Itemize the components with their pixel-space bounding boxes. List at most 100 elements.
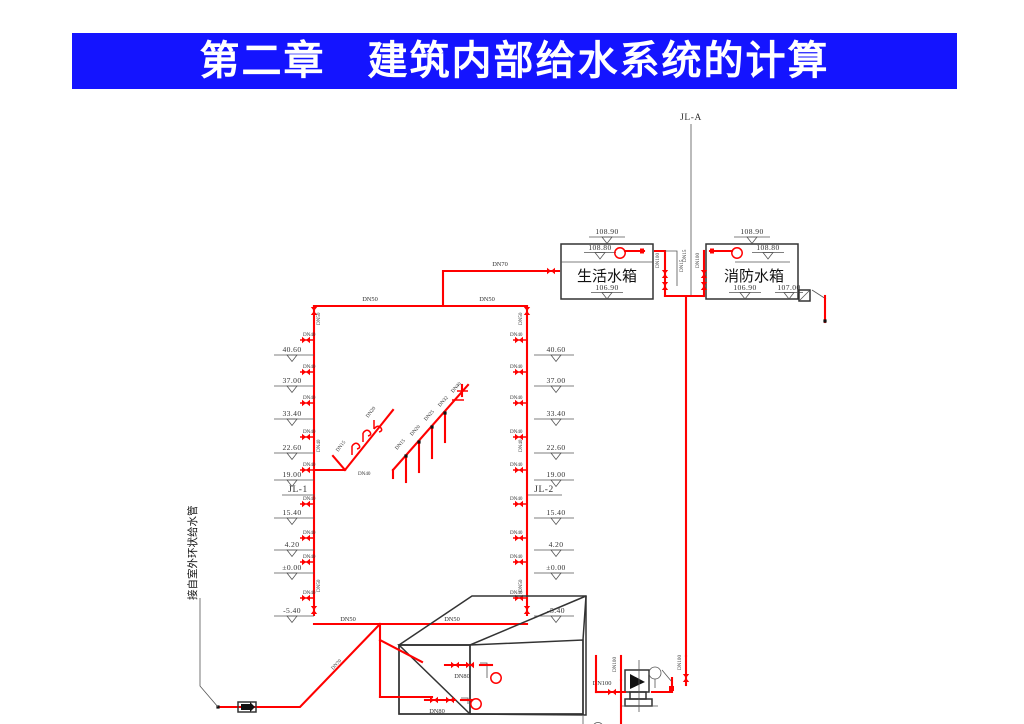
riser-jl-1-label: JL-1 (288, 485, 308, 495)
pipe-size-label: DN80 (454, 673, 470, 680)
svg-text:DN25: DN25 (423, 409, 436, 423)
elevation-marker: 108.90 (734, 227, 770, 244)
fire-tank-outlet-valve (798, 289, 827, 324)
pump-unit-2: DN100 DN100 (582, 654, 623, 724)
svg-text:DN40: DN40 (303, 332, 316, 338)
svg-text:DN40: DN40 (510, 590, 523, 596)
svg-text:4.20: 4.20 (285, 540, 300, 549)
fire-water-tank-label: 消防水箱 (724, 267, 784, 285)
riser-jl-2-label: JL-2 (534, 485, 554, 495)
top-loop-pipes: DN50 DN50 (312, 296, 529, 308)
pipe-size-label: DN100 (695, 253, 701, 268)
pipe-size-label: DN100 (612, 657, 618, 672)
right-branch-group: DN40 DN40 DN40 DN40 DN40 DN40 DN40 DN40 … (510, 332, 527, 602)
pipe-size-label: DN50 (518, 312, 524, 325)
svg-text:37.00: 37.00 (282, 376, 301, 385)
svg-text:40.60: 40.60 (546, 345, 565, 354)
system-diagram: .pipe { stroke:#ff0000; stroke-width:2.1… (0, 100, 1024, 724)
svg-text:±0.00: ±0.00 (282, 563, 301, 572)
svg-text:DN40: DN40 (510, 554, 523, 560)
riser-jl-2: DN50 DN40 DN50 JL-2 DN40 DN40 DN40 DN40 … (510, 304, 574, 623)
svg-text:DN40: DN40 (510, 364, 523, 370)
svg-text:±0.00: ±0.00 (546, 563, 565, 572)
svg-text:DN40: DN40 (510, 332, 523, 338)
svg-text:108.90: 108.90 (740, 227, 763, 236)
svg-text:108.80: 108.80 (588, 243, 611, 252)
pipe-size-label: DN50 (479, 296, 495, 303)
pipe-size-label: DN40 (358, 471, 371, 477)
fixture-branch-group: DN40 DN15 DN20 (312, 381, 470, 484)
svg-text:DN40: DN40 (303, 364, 316, 370)
fixture-riser-stubs (404, 383, 468, 484)
svg-text:22.60: 22.60 (282, 443, 301, 452)
riser-jl-1-label-group: JL-1 (282, 485, 315, 496)
pump-unit-1: DN100 DN100 (593, 655, 690, 712)
outdoor-inlet-note: 接自室外环状给水管 (186, 506, 199, 601)
svg-text:-5.40: -5.40 (283, 606, 301, 615)
svg-text:DN40: DN40 (510, 496, 523, 502)
svg-text:DN40: DN40 (303, 429, 316, 435)
svg-text:DN40: DN40 (510, 429, 523, 435)
svg-text:19.00: 19.00 (282, 470, 301, 479)
svg-text:37.00: 37.00 (546, 376, 565, 385)
svg-text:108.90: 108.90 (595, 227, 618, 236)
bottom-loop-pipes: DN50 DN50 (312, 616, 529, 626)
elevation-marker: 106.90 (729, 283, 761, 300)
svg-text:15.40: 15.40 (546, 508, 565, 517)
pipe-size-label: DN50 (444, 616, 460, 623)
svg-text:40.60: 40.60 (282, 345, 301, 354)
reservoir-inlets: DN80 DN80 (378, 622, 502, 715)
svg-text:15.40: 15.40 (282, 508, 301, 517)
elevation-marker: 108.80 (752, 243, 784, 260)
pipe-size-label: DN50 (362, 296, 378, 303)
svg-text:DN40: DN40 (510, 530, 523, 536)
isometric-diagram-svg: .pipe { stroke:#ff0000; stroke-width:2.1… (186, 113, 827, 724)
riser-jl-2-label-group: JL-2 (528, 485, 562, 496)
svg-text:DN40: DN40 (303, 462, 316, 468)
svg-text:DN40: DN40 (303, 590, 316, 596)
pipe-size-label: DN15 (682, 249, 688, 262)
pipe-size-label: DN40 (316, 439, 322, 452)
svg-text:33.40: 33.40 (546, 409, 565, 418)
svg-text:DN15: DN15 (394, 438, 407, 452)
pipe-size-label: DN50 (518, 579, 524, 592)
svg-text:22.60: 22.60 (546, 443, 565, 452)
tank-riser-connections: DN100 DN15 DN15 DN100 (653, 208, 708, 658)
svg-text:DN40: DN40 (303, 395, 316, 401)
pipe-size-label: DN100 (593, 680, 612, 687)
riser-jl-a-label: JL-A (680, 113, 702, 123)
float-ball-icon (731, 247, 743, 259)
pump-room: DN80 DN80 DN100 (378, 595, 690, 724)
svg-text:DN40: DN40 (303, 530, 316, 536)
svg-text:DN40: DN40 (510, 462, 523, 468)
domestic-water-tank-label: 生活水箱 (577, 267, 637, 285)
svg-text:106.90: 106.90 (733, 283, 756, 292)
elevation-marker: 108.80 (584, 243, 616, 260)
svg-text:DN40: DN40 (510, 395, 523, 401)
pipe-size-label: DN15 (679, 259, 685, 272)
fire-water-tank: 消防水箱 108.90 108.80 106.90 107.00 (705, 227, 803, 300)
elevation-marker: 108.90 (589, 227, 625, 244)
page-title: 第二章 建筑内部给水系统的计算 (199, 38, 830, 84)
pipe-size-label: DN40 (518, 439, 524, 452)
pipe-size-label: DN50 (316, 312, 322, 325)
pipe-size-label: DN100 (655, 253, 661, 268)
elevation-marker: 106.90 (591, 283, 623, 300)
svg-text:19.00: 19.00 (546, 470, 565, 479)
svg-text:33.40: 33.40 (282, 409, 301, 418)
right-elevation-markers: 40.60 37.00 33.40 22.60 19.00 15.40 4.20… (534, 345, 574, 623)
pipe-size-label: DN70 (492, 261, 508, 268)
svg-text:DN40: DN40 (303, 554, 316, 560)
riser-jl-1: DN50 DN40 DN50 JL-1 DN40 DN40 (274, 304, 322, 623)
pipe-size-label: DN50 (340, 616, 356, 623)
pipe-size-label: DN50 (316, 579, 322, 592)
title-banner: 第二章 建筑内部给水系统的计算 (72, 33, 957, 89)
top-feed-pipe: DN70 (441, 261, 561, 308)
float-ball-icon (614, 247, 626, 259)
svg-text:DN40: DN40 (303, 496, 316, 502)
pipe-size-label: DN100 (677, 655, 683, 670)
svg-text:-5.40: -5.40 (547, 606, 565, 615)
svg-text:106.90: 106.90 (595, 283, 618, 292)
svg-text:DN20: DN20 (365, 405, 378, 419)
